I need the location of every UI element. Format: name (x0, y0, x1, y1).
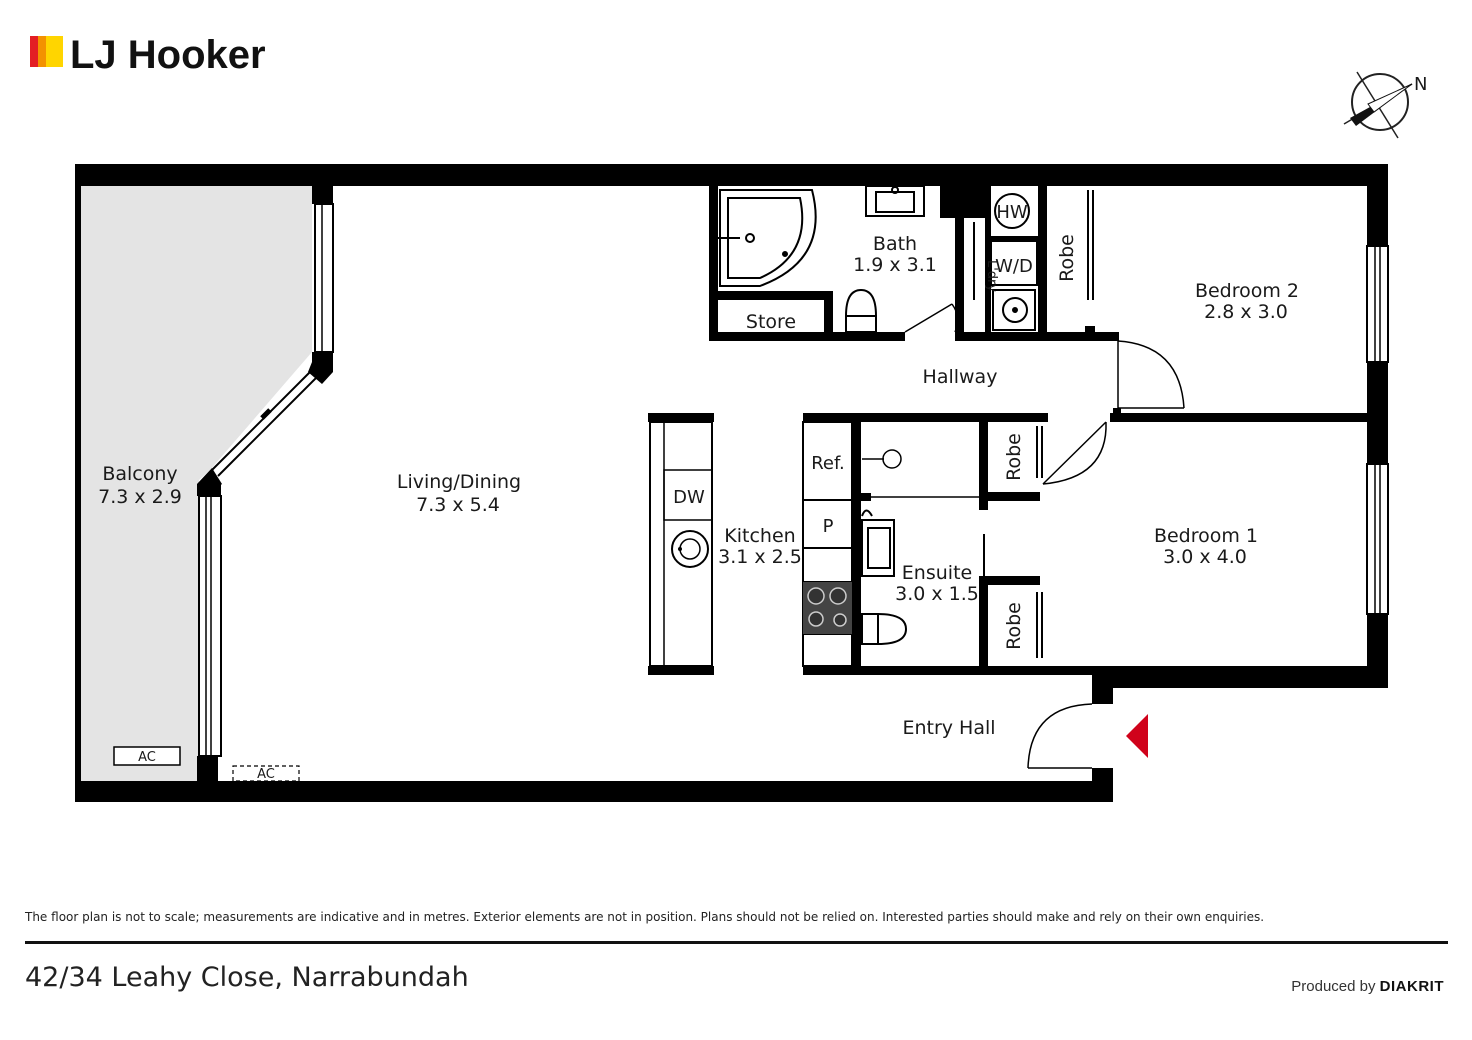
kitchen-name: Kitchen (724, 525, 795, 547)
compass-north-label: N (1414, 74, 1427, 95)
robe-label: Robe (1003, 433, 1025, 481)
robe-label: Robe (1056, 234, 1078, 282)
ensuite-shower (862, 449, 979, 498)
bedroom2-size: 2.8 x 3.0 (1204, 301, 1288, 323)
bedroom1-size: 3.0 x 4.0 (1163, 546, 1247, 568)
kitchen-island (648, 413, 714, 675)
store-name: Store (746, 311, 796, 333)
balcony-area (80, 186, 312, 782)
laundry-label: L'dry (984, 260, 999, 292)
ensuite-toilet (861, 613, 908, 645)
brand-name: LJ Hooker (70, 33, 266, 77)
bedroom2-door (1117, 340, 1185, 409)
exterior-walls (75, 164, 1388, 802)
bedroom2-robe-doors (1087, 190, 1094, 300)
washer-dryer (990, 240, 1038, 286)
ac-label: AC (138, 750, 156, 765)
bedroom1-name: Bedroom 1 (1154, 525, 1258, 547)
balcony-name: Balcony (102, 463, 177, 485)
bath-door (904, 303, 959, 333)
producer-credit: Produced by DIAKRIT (1291, 978, 1444, 995)
bedroom1-door (1042, 421, 1107, 485)
wd-label: W/D (995, 256, 1033, 277)
entry-marker-icon (1126, 714, 1148, 758)
ac-unit-living: AC (232, 765, 300, 782)
robe-label: Robe (1003, 602, 1025, 650)
logo-bar-yellow (46, 36, 63, 67)
interior-walls (709, 186, 1370, 675)
brand-logo: LJ Hooker (30, 33, 266, 77)
hot-water-unit (994, 193, 1030, 229)
logo-bar-red (30, 36, 38, 67)
balcony-size: 7.3 x 2.9 (98, 486, 182, 508)
ensuite-name: Ensuite (902, 562, 972, 584)
dishwasher-label: DW (673, 487, 705, 508)
ensuite-basin (861, 509, 895, 577)
bath-vanity-basin (865, 185, 925, 217)
bath-name: Bath (873, 233, 917, 255)
producer-name: DIAKRIT (1379, 978, 1444, 995)
logo-bar-orange (38, 36, 46, 67)
hallway-name: Hallway (923, 366, 998, 388)
entry-hall-name: Entry Hall (902, 717, 995, 739)
pantry-label: P (823, 516, 834, 537)
ac-unit-balcony: AC (113, 746, 181, 766)
bath-toilet (845, 288, 877, 333)
laundry-tub (992, 289, 1036, 331)
compass-icon: N (1343, 71, 1427, 139)
disclaimer-text: The floor plan is not to scale; measurem… (25, 910, 1265, 924)
entry-door (1027, 703, 1093, 769)
bedroom2-name: Bedroom 2 (1195, 280, 1299, 302)
ac-label: AC (257, 767, 275, 782)
produced-by-label: Produced by (1291, 978, 1376, 995)
living-size: 7.3 x 5.4 (416, 494, 500, 516)
fridge-label: Ref. (811, 453, 845, 474)
bath-size: 1.9 x 3.1 (853, 254, 937, 276)
property-address: 42/34 Leahy Close, Narrabundah (25, 962, 469, 993)
bedroom1-robe-doors (1036, 426, 1043, 658)
hw-label: HW (996, 202, 1028, 223)
balcony-glazing (197, 186, 334, 782)
kitchen-size: 3.1 x 2.5 (718, 546, 802, 568)
ensuite-size: 3.0 x 1.5 (895, 583, 979, 605)
cooktop (803, 582, 852, 634)
bedroom2-window (1366, 245, 1389, 363)
living-name: Living/Dining (397, 471, 521, 493)
footer-divider (25, 941, 1448, 944)
corner-bathtub (716, 189, 817, 287)
bedroom1-window (1366, 463, 1389, 615)
robe-post (1085, 326, 1095, 336)
